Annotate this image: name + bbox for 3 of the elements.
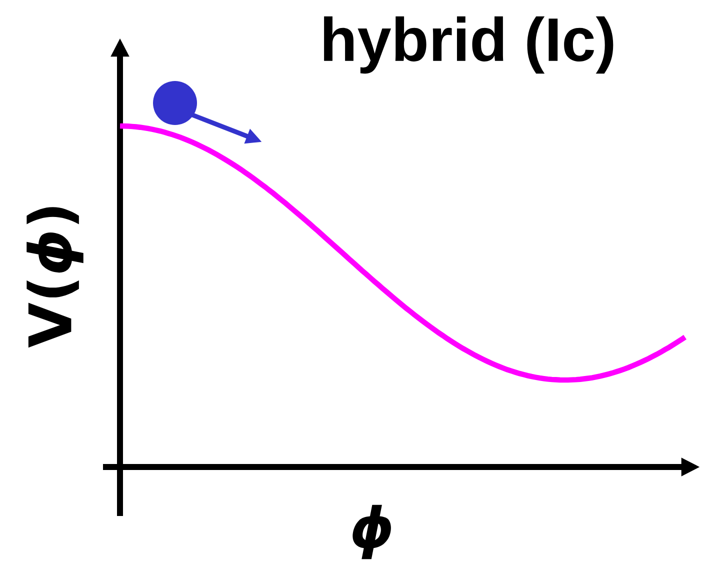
axis-label: V(ϕ) (26, 207, 84, 348)
title: hybrid (Ic) (324, 16, 614, 74)
axis-label: ϕ (352, 504, 391, 560)
